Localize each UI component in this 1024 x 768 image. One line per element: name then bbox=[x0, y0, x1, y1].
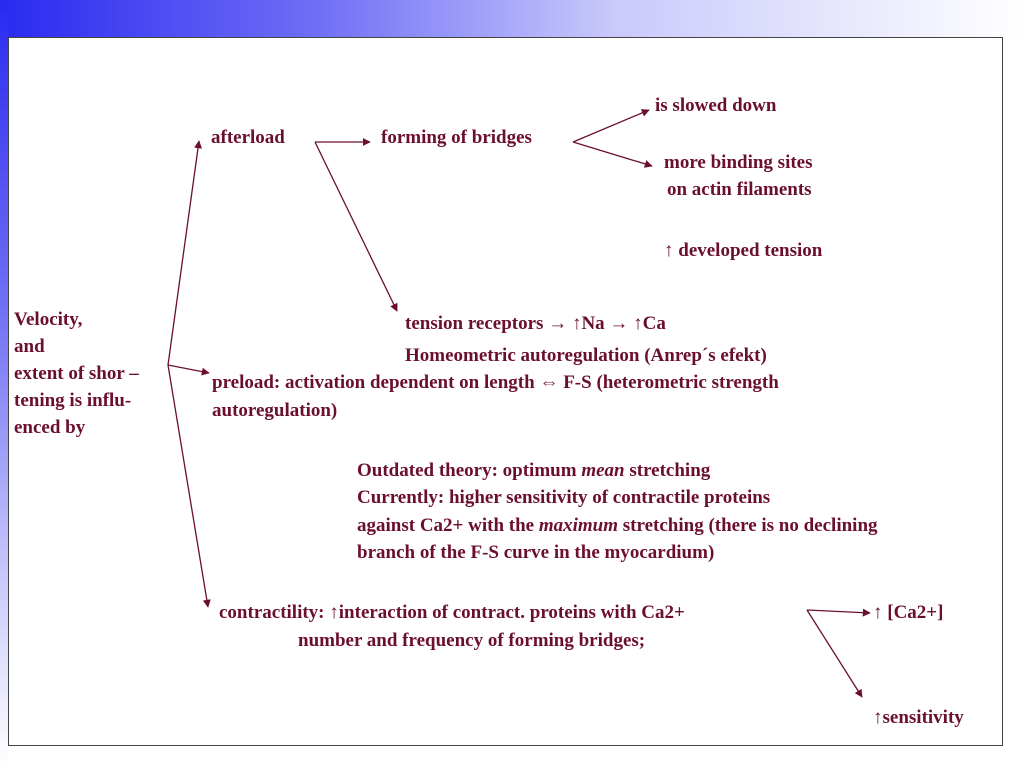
theory-pre: Outdated theory: optimum bbox=[357, 460, 577, 481]
preload-text-rest: F-S (heterometric strength bbox=[563, 372, 779, 393]
contractility-line-2: number and frequency of forming bridges; bbox=[298, 630, 646, 651]
sensitivity-label: ↑sensitivity bbox=[873, 704, 964, 731]
preload-line-2: autoregulation) bbox=[212, 400, 338, 421]
right-arrow-icon: → bbox=[609, 313, 629, 334]
afterload-label: afterload bbox=[211, 127, 285, 148]
side-bar-gradient bbox=[0, 0, 8, 768]
theory-line-3: against Ca2+ with the maximum stretching… bbox=[357, 512, 878, 539]
slide-frame bbox=[8, 37, 1003, 746]
theory-post: stretching (there is no declining bbox=[622, 515, 878, 536]
root-line: Velocity, bbox=[14, 309, 83, 330]
sensitivity-text: sensitivity bbox=[882, 707, 964, 728]
theory-em: maximum bbox=[538, 515, 619, 536]
root-line: extent of shor – bbox=[14, 363, 139, 384]
root-line: and bbox=[14, 336, 45, 357]
arrow-forming-to-binding bbox=[572, 141, 653, 168]
up-arrow-icon: ↑ bbox=[873, 707, 883, 728]
slowed-down-label: is slowed down bbox=[655, 95, 777, 116]
binding-line: more binding sites bbox=[664, 152, 813, 173]
binding-line: on actin filaments bbox=[666, 179, 812, 200]
developed-tension-label: ↑ developed tension bbox=[664, 237, 822, 264]
preload-line-1: preload: activation dependent on length … bbox=[212, 369, 779, 396]
up-arrow-icon: ↑ bbox=[571, 313, 582, 334]
forming-bridges-label: forming of bridges bbox=[381, 127, 532, 148]
na-text: Na bbox=[581, 313, 605, 334]
ca-concentration-label: ↑ [Ca2+] bbox=[873, 599, 943, 626]
theory-pre: against Ca2+ with the bbox=[357, 515, 535, 536]
arrow-root-to-contractility bbox=[167, 364, 211, 608]
right-arrow-icon: → bbox=[548, 313, 568, 334]
iff-arrow-icon: ⇔ bbox=[539, 372, 559, 393]
root-line: enced by bbox=[14, 417, 86, 438]
arrow-contractility-to-ca bbox=[806, 608, 871, 617]
contractility-line-1: contractility: ↑interaction of contract.… bbox=[219, 599, 685, 626]
theory-line-2: Currently: higher sensitivity of contrac… bbox=[357, 487, 771, 508]
ca-text: Ca bbox=[642, 313, 666, 334]
tension-receptors-label: tension receptors → ↑Na → ↑Ca bbox=[405, 310, 666, 337]
ca-conc-text: [Ca2+] bbox=[887, 602, 944, 623]
receptors-text: tension receptors bbox=[405, 313, 544, 334]
homeometric-label: Homeometric autoregulation (Anrep´s efek… bbox=[405, 345, 767, 366]
up-arrow-icon: ↑ bbox=[873, 602, 883, 623]
theory-post: stretching bbox=[629, 460, 711, 481]
up-arrow-icon: ↑ bbox=[633, 313, 643, 334]
arrow-root-to-preload bbox=[167, 364, 210, 376]
up-arrow-icon: ↑ bbox=[664, 240, 674, 261]
interaction-text: interaction of contract. proteins with C… bbox=[338, 602, 685, 623]
root-line: tening is influ- bbox=[14, 390, 132, 411]
arrow-forming-to-slowed bbox=[572, 109, 650, 143]
preload-text: preload: activation dependent on length bbox=[212, 372, 535, 393]
developed-tension-text: developed tension bbox=[678, 240, 823, 261]
theory-line-1: Outdated theory: optimum mean stretching bbox=[357, 457, 710, 484]
contractility-label: contractility: bbox=[219, 602, 325, 623]
root-label: Velocity, and extent of shor – tening is… bbox=[14, 306, 139, 441]
up-arrow-icon: ↑ bbox=[329, 602, 339, 623]
title-bar-gradient bbox=[0, 0, 1024, 38]
binding-sites-label: more binding sites on actin filaments bbox=[664, 149, 813, 203]
arrow-afterload-to-receptors bbox=[314, 141, 398, 312]
theory-em: mean bbox=[581, 460, 625, 481]
arrow-contractility-to-sensitivity bbox=[806, 609, 863, 698]
arrow-root-to-afterload bbox=[167, 140, 202, 366]
theory-line-4: branch of the F-S curve in the myocardiu… bbox=[357, 542, 715, 563]
